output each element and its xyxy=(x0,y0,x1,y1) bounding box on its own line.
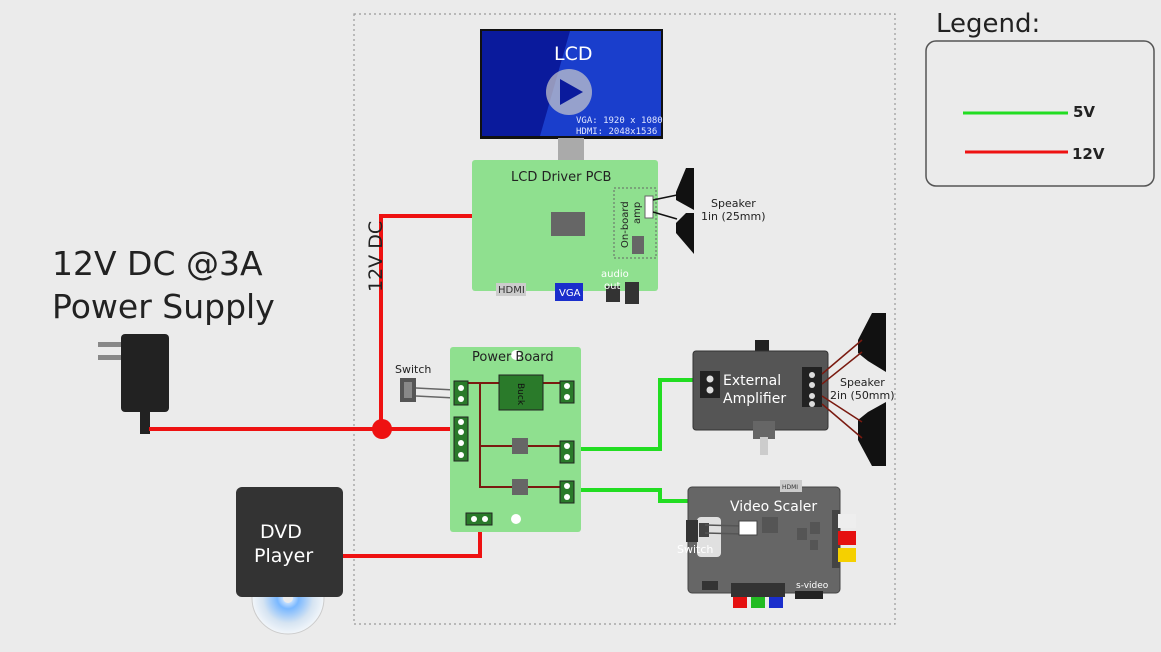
external-amplifier xyxy=(692,340,829,455)
speaker-large-icon xyxy=(821,313,886,466)
lcd-panel xyxy=(480,29,663,160)
amplifier-label-2: Amplifier xyxy=(723,391,786,407)
power-supply-title-line1: 12V DC @3A xyxy=(52,244,263,283)
lcd-driver-title: LCD Driver PCB xyxy=(511,170,611,185)
scaler-svideo-label: s-video xyxy=(796,581,829,591)
wires-5v xyxy=(578,378,700,503)
port-hdmi-label: HDMI xyxy=(498,285,525,296)
junction-node xyxy=(372,419,392,439)
legend-title: Legend: xyxy=(936,9,1040,39)
play-triangle-icon xyxy=(560,79,583,105)
speaker-small-icon xyxy=(652,168,694,254)
scaler-switch-label: Switch xyxy=(677,543,713,556)
lcd-spec-vga: VGA: 1920 x 1080 xyxy=(576,116,663,126)
legend-12v-label: 12V xyxy=(1072,145,1105,163)
lcd-spec-hdmi: HDMI: 2048x1536 xyxy=(576,127,657,137)
scaler-title: Video Scaler xyxy=(730,499,817,515)
video-scaler xyxy=(686,480,856,608)
buck-converter-label: Buck xyxy=(515,383,525,406)
power-board xyxy=(450,347,581,532)
dvd-label-2: Player xyxy=(254,545,313,567)
power-switch-label: Switch xyxy=(395,363,431,376)
port-vga-label: VGA xyxy=(559,288,581,299)
onboard-amp-label-2: amp xyxy=(632,202,643,224)
speaker-small-label-2: 1in (25mm) xyxy=(701,210,766,223)
rail-label-12v-dc: 12V DC xyxy=(365,221,387,292)
audio-out-label-2: out xyxy=(604,281,620,292)
lcd-driver-pcb xyxy=(472,160,658,304)
speaker-large-label-2: 2in (50mm) xyxy=(830,389,895,402)
audio-out-label-1: audio xyxy=(601,269,629,280)
wires-12v xyxy=(149,214,482,558)
power-adapter-icon xyxy=(98,334,169,434)
lcd-title: LCD xyxy=(554,43,592,65)
scaler-hdmi-label: HDMI xyxy=(782,484,798,491)
onboard-amp-label-1: On-board xyxy=(620,201,631,248)
legend-5v-label: 5V xyxy=(1073,103,1095,121)
dvd-label-1: DVD xyxy=(260,521,302,543)
amplifier-label-1: External xyxy=(723,373,781,389)
speaker-small-label-1: Speaker xyxy=(711,197,756,210)
power-supply-title-line2: Power Supply xyxy=(52,287,275,326)
enclosure-outline xyxy=(353,13,896,625)
power-board-title: Power Board xyxy=(472,350,554,365)
power-switch-icon xyxy=(400,378,456,402)
speaker-large-label-1: Speaker xyxy=(840,376,885,389)
dvd-player xyxy=(236,487,343,635)
